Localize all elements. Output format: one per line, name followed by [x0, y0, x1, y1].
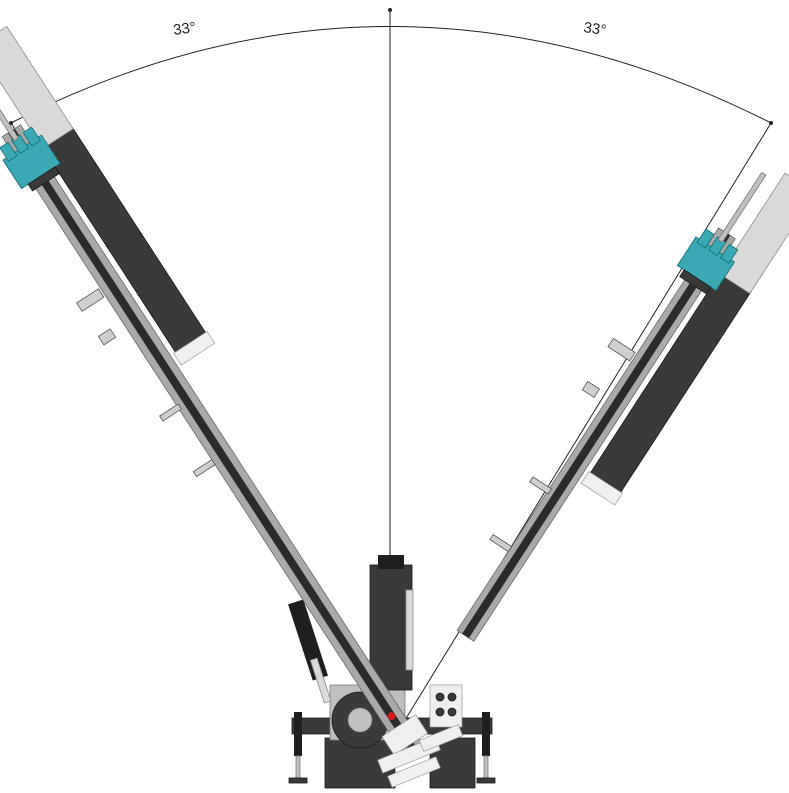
lift-cylinder-rod-left [309, 657, 332, 704]
drill-rod-tip-right [717, 171, 767, 243]
angle-label-right: 33° [582, 19, 607, 39]
mast-bracket-right-1 [607, 337, 636, 362]
drill-rod-tip-left [0, 70, 20, 142]
mast-left-position [0, 25, 429, 758]
mast-bracket-right-3 [529, 476, 552, 495]
mast-bracket-left-1 [76, 288, 105, 312]
panel-gauge-2 [447, 692, 457, 702]
mast-bracket-right-4 [489, 534, 513, 553]
base-rod-clamp [377, 724, 464, 788]
tower-cap [378, 555, 404, 569]
outrigger-foot-right [483, 755, 489, 781]
mast-bracket-left-2 [97, 328, 117, 346]
arc-endpoint-top [388, 8, 392, 12]
rotary-motor-right-3 [720, 243, 739, 264]
rotary-head-base-left [27, 166, 60, 192]
arc-endpoint-left [9, 121, 13, 125]
panel-gauge-4 [447, 707, 457, 717]
mast-bracket-right-2 [581, 380, 601, 398]
mast-right-position [456, 171, 789, 642]
rod-magazine-end-right [580, 471, 623, 506]
rotary-motor-right-1 [696, 228, 715, 249]
marker-dot-left [387, 712, 396, 721]
rotary-head-base-right [679, 269, 712, 295]
control-panel [429, 684, 463, 728]
outrigger-foot-left [295, 755, 301, 781]
clamp-cylinder-3 [418, 724, 464, 752]
arc-endpoint-right [769, 121, 773, 125]
rod-clamp-left [381, 714, 429, 756]
feed-rail-core-left [7, 128, 418, 754]
carrier-base [288, 555, 496, 789]
rod-magazine-top-right [719, 172, 789, 295]
rod-magazine-top-left [0, 25, 74, 149]
mast-support-tower [369, 564, 413, 691]
panel-gauge-3 [435, 707, 445, 717]
tower-cylinder [405, 589, 414, 671]
angle-label-left: 33° [172, 19, 197, 39]
rotary-motor-left-1 [0, 141, 18, 162]
outrigger-pad-left [288, 777, 308, 784]
mast-bracket-left-3 [159, 403, 182, 422]
outrigger-leg-right [482, 712, 490, 756]
clamp-cylinder-2 [387, 756, 441, 788]
outrigger-leg-left [294, 712, 302, 756]
outrigger-pad-right [476, 777, 496, 784]
swing-arc [10, 26, 772, 124]
panel-gauge-1 [435, 692, 445, 702]
feed-rail-core-right [462, 231, 731, 639]
rotary-motor-left-3 [22, 126, 41, 147]
rod-magazine-end-left [173, 330, 216, 366]
slew-ring-hub [347, 707, 373, 733]
mast-bracket-left-4 [192, 459, 216, 478]
